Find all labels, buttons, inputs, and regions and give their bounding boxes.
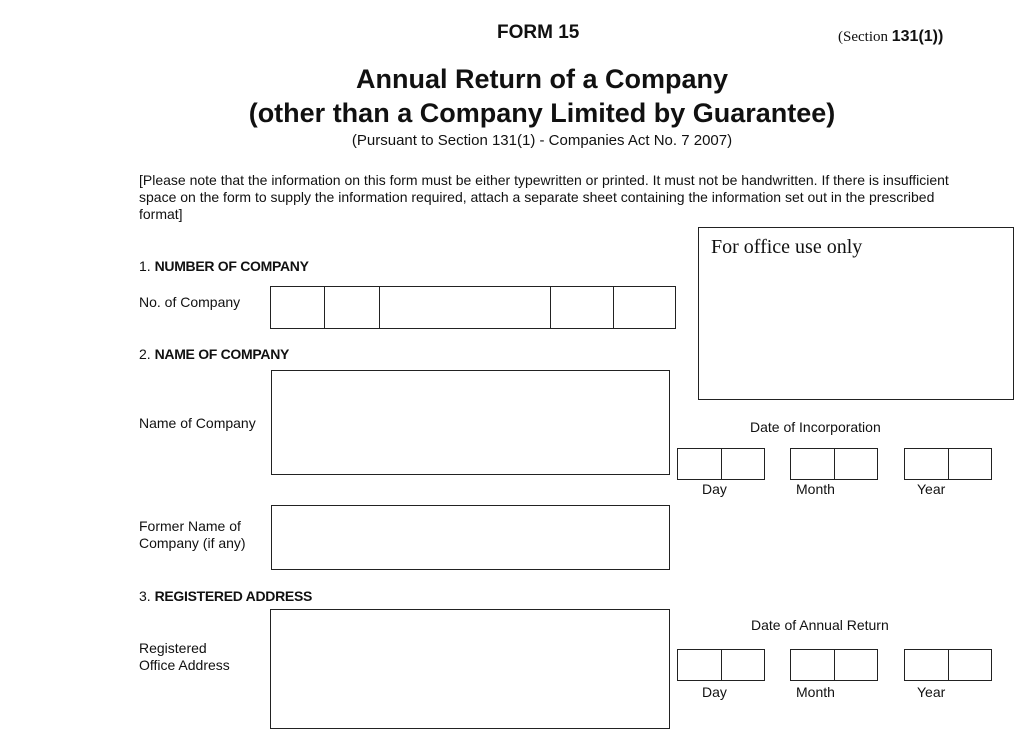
registered-address-field[interactable] [270,609,670,729]
company-number-cell[interactable] [550,287,614,328]
form-subtitle: (other than a Company Limited by Guarant… [248,98,836,128]
form-number: FORM 15 [497,22,580,43]
company-number-field[interactable] [270,286,676,329]
company-name-label: Name of Company [139,415,256,431]
form-title: Annual Return of a Company [355,64,728,94]
incorporation-year-field[interactable] [904,448,992,480]
annual-return-day-label: Day [702,684,727,700]
former-name-field[interactable] [271,505,670,570]
instruction-note: [Please note that the information on thi… [139,172,949,222]
former-name-label: Former Name of Company (if any) [139,518,246,551]
annual-return-month-field[interactable] [790,649,878,681]
section-reference: (Section 131(1)) [838,28,943,46]
section-number-heading: 1. NUMBER OF COMPANY [139,258,309,274]
company-name-field[interactable] [271,370,670,475]
annual-return-year-field[interactable] [904,649,992,681]
annual-return-month-label: Month [796,684,835,700]
incorporation-month-label: Month [796,481,835,497]
incorporation-year-label: Year [917,481,946,497]
section-address-heading: 3. REGISTERED ADDRESS [139,588,313,604]
pursuant-note: (Pursuant to Section 131(1) - Companies … [351,132,733,149]
registered-address-label: Registered Office Address [139,640,230,673]
incorporation-date-title: Date of Incorporation [750,419,881,435]
company-number-cell[interactable] [379,287,551,328]
section-number: 131(1)) [891,28,944,45]
company-number-cell[interactable] [324,287,380,328]
incorporation-month-field[interactable] [790,448,878,480]
incorporation-day-field[interactable] [677,448,765,480]
annual-return-year-label: Year [917,684,946,700]
section-name-heading: 2. NAME OF COMPANY [139,346,290,362]
office-use-box: For office use only [698,227,1014,400]
company-number-label: No. of Company [139,294,241,310]
section-prefix: (Section [838,29,892,45]
incorporation-day-label: Day [702,481,727,497]
annual-return-day-field[interactable] [677,649,765,681]
company-number-cell[interactable] [271,287,325,328]
office-use-label: For office use only [711,236,863,258]
annual-return-date-title: Date of Annual Return [751,617,889,633]
